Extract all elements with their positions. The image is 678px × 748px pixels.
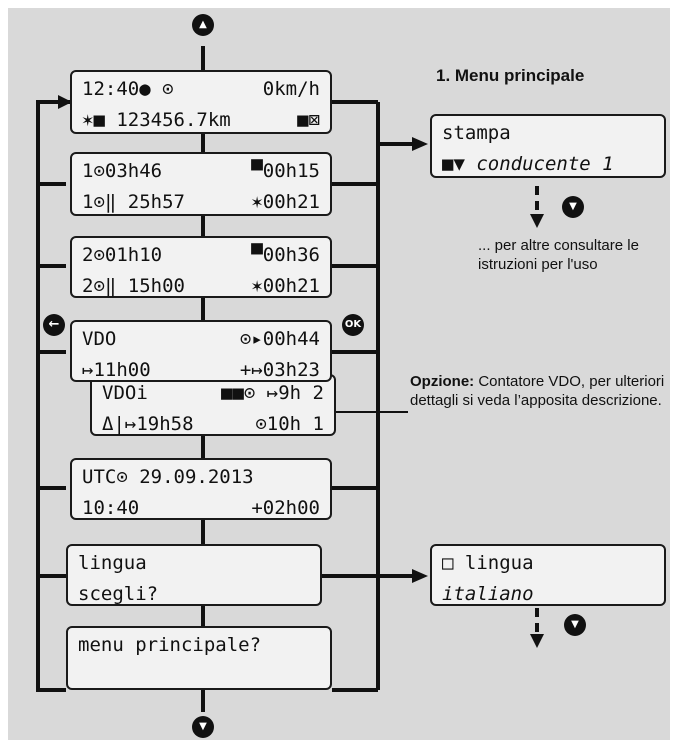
lcd-text: 0km/h: [262, 78, 320, 100]
down-button-icon[interactable]: ▼: [192, 716, 214, 738]
lcd-driver1-times: 1⊙03h46 ▀00h15 1⊙‖ 25h57 ✶00h21: [70, 152, 332, 216]
lcd-text: stampa: [442, 122, 511, 144]
lcd-vdoi-counter: VDOi ■■⊙ ↦9h 2 Δ|↦19h58 ⊙10h 1: [90, 374, 336, 436]
lcd-text: ✶00h21: [251, 191, 320, 213]
lcd-text: Δ|↦19h58: [102, 413, 194, 435]
lcd-vdo-counter: VDO ⊙▸00h44 ↦11h00 +↦03h23: [70, 320, 332, 382]
lcd-text: ⊙10h 1: [255, 413, 324, 435]
lcd-text: ⊙▸00h44: [239, 328, 320, 350]
lcd-driver2-times: 2⊙01h10 ▀00h36 2⊙‖ 15h00 ✶00h21: [70, 236, 332, 298]
print-more-note: ... per altre consultare le istruzioni p…: [478, 237, 639, 273]
lcd-text: UTC⊙ 29.09.2013: [82, 466, 254, 488]
menu-title: 1. Menu principale: [436, 66, 585, 85]
lcd-text: ■■⊙ ↦9h 2: [221, 382, 324, 404]
lcd-language-select[interactable]: □ lingua italiano: [430, 544, 666, 606]
ok-button-icon[interactable]: OK: [342, 314, 364, 336]
lcd-main-menu[interactable]: menu principale?: [66, 626, 332, 690]
lcd-text: VDO: [82, 328, 117, 350]
lcd-language-menu[interactable]: lingua scegli?: [66, 544, 322, 606]
lcd-text: ▀00h36: [251, 244, 320, 266]
lcd-text: ■▼ conducente 1: [442, 153, 614, 175]
lcd-text: menu principale?: [78, 634, 262, 656]
option-text: Contatore VDO, per ulteriori dettagli si…: [410, 373, 665, 409]
lcd-text: lingua: [78, 552, 147, 574]
lcd-text: ✶■ 123456.7km: [82, 109, 231, 131]
lcd-text: ↦11h00: [82, 359, 151, 381]
lcd-standard-display: 12:40● ⊙ 0km/h ✶■ 123456.7km ■⊠: [70, 70, 332, 134]
up-button-icon[interactable]: ▲: [192, 14, 214, 36]
option-label: Opzione:: [410, 373, 475, 390]
lcd-text: 10:40: [82, 497, 140, 519]
lcd-text: 1⊙03h46: [82, 160, 163, 182]
lcd-text: scegli?: [78, 583, 159, 605]
lcd-text: 12:40● ⊙: [82, 78, 174, 100]
back-button-icon[interactable]: ←: [43, 314, 65, 336]
lcd-text: +↦03h23: [239, 359, 320, 381]
down-button-icon[interactable]: ▼: [562, 196, 584, 218]
lcd-text: italiano: [442, 583, 534, 605]
lcd-text: 2⊙01h10: [82, 244, 163, 266]
lcd-text: 1⊙‖ 25h57: [82, 191, 185, 213]
lcd-text: ▀00h15: [251, 160, 320, 182]
option-note: Opzione: Contatore VDO, per ulteriori de…: [410, 372, 668, 410]
lcd-text: 2⊙‖ 15h00: [82, 275, 185, 297]
lcd-text: VDOi: [102, 382, 148, 404]
lcd-utc-time: UTC⊙ 29.09.2013 10:40 +02h00: [70, 458, 332, 520]
lcd-text: ■⊠: [297, 109, 320, 131]
lcd-text: □ lingua: [442, 552, 534, 574]
lcd-text: +02h00: [251, 497, 320, 519]
down-button-icon[interactable]: ▼: [564, 614, 586, 636]
lcd-print-menu[interactable]: stampa ■▼ conducente 1: [430, 114, 666, 178]
lcd-text: ✶00h21: [251, 275, 320, 297]
